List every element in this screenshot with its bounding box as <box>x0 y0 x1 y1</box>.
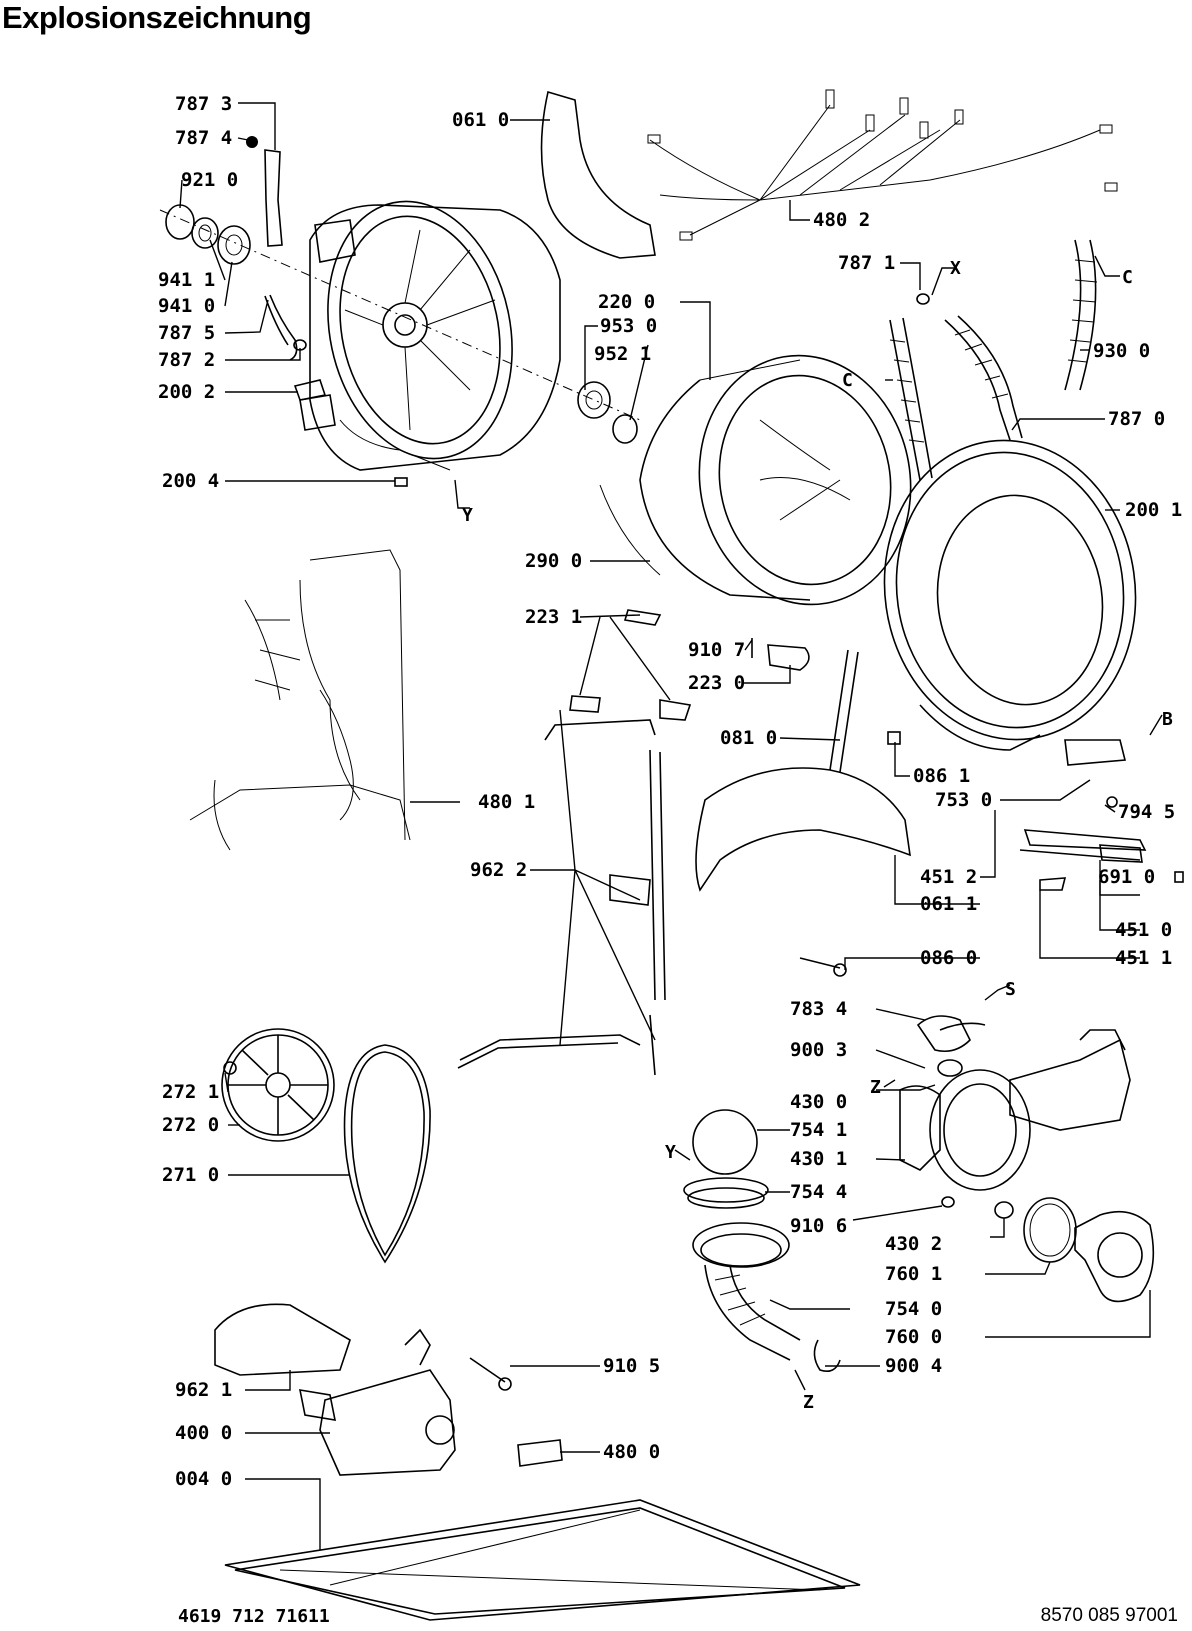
callout-220-0: 220 0 <box>598 291 655 313</box>
callout-451-1: 451 1 <box>1115 947 1172 969</box>
callout-753-0: 753 0 <box>935 789 992 811</box>
callout-910-6: 910 6 <box>790 1215 847 1237</box>
leader-lines <box>179 102 1163 1550</box>
callout-760-0: 760 0 <box>885 1326 942 1348</box>
callout-941-0: 941 0 <box>158 295 215 317</box>
document-code-right: 8570 085 97001 <box>1040 1605 1178 1626</box>
callout-272-0: 272 0 <box>162 1114 219 1136</box>
callout-061-0: 061 0 <box>452 109 509 131</box>
callout-754-0: 754 0 <box>885 1298 942 1320</box>
ref-letter-x: X <box>950 258 961 279</box>
callout-400-0: 400 0 <box>175 1422 232 1444</box>
callout-223-1: 223 1 <box>525 606 582 628</box>
rear-tub-drawing <box>159 200 641 471</box>
callout-200-1: 200 1 <box>1125 499 1182 521</box>
callout-290-0: 290 0 <box>525 550 582 572</box>
callout-200-2: 200 2 <box>158 381 215 403</box>
pump-assembly-drawing <box>683 1015 1155 1373</box>
front-bracket-drawing <box>540 90 656 259</box>
callout-061-1: 061 1 <box>920 893 977 915</box>
callout-787-4: 787 4 <box>175 127 232 149</box>
callout-451-0: 451 0 <box>1115 919 1172 941</box>
callout-272-1: 272 1 <box>162 1081 219 1103</box>
callout-480-0: 480 0 <box>603 1441 660 1463</box>
motor-drawing <box>214 1303 563 1476</box>
ref-letter-y-top: Y <box>462 505 473 526</box>
callout-691-0: 691 0 <box>1098 866 1155 888</box>
middle-small-parts-drawing <box>569 381 901 773</box>
callout-962-1: 962 1 <box>175 1379 232 1401</box>
callout-962-2: 962 2 <box>470 859 527 881</box>
page-title: Explosionszeichnung <box>2 0 312 35</box>
callout-787-0: 787 0 <box>1108 408 1165 430</box>
callout-787-1: 787 1 <box>838 252 895 274</box>
document-code-left: 4619 712 71611 <box>178 1606 330 1627</box>
callout-952-1: 952 1 <box>594 343 651 365</box>
ref-letter-y-bottom: Y <box>665 1142 676 1163</box>
callout-930-0: 930 0 <box>1093 340 1150 362</box>
callout-794-5: 794 5 <box>1118 801 1175 823</box>
callout-941-1: 941 1 <box>158 269 215 291</box>
callout-787-2: 787 2 <box>158 349 215 371</box>
callout-271-0: 271 0 <box>162 1164 219 1186</box>
callout-910-7: 910 7 <box>688 639 745 661</box>
callout-labels: 787 3 787 4 921 0 941 1 941 0 787 5 787 … <box>158 93 1182 1490</box>
callout-430-1: 430 1 <box>790 1148 847 1170</box>
pulley-belt-drawing <box>221 1028 431 1264</box>
ref-letter-c-right: C <box>1122 267 1133 288</box>
ref-letter-z-top: Z <box>870 1077 881 1098</box>
callout-086-0: 086 0 <box>920 947 977 969</box>
callout-480-2: 480 2 <box>813 209 870 231</box>
heater-drawing <box>799 739 1184 977</box>
callout-430-0: 430 0 <box>790 1091 847 1113</box>
wire-harness-top-drawing <box>647 89 1118 241</box>
callout-200-4: 200 4 <box>162 470 219 492</box>
callout-430-2: 430 2 <box>885 1233 942 1255</box>
callout-783-4: 783 4 <box>790 998 847 1020</box>
callout-754-1: 754 1 <box>790 1119 847 1141</box>
ref-letter-s: S <box>1005 979 1016 1000</box>
springs-hoses-drawing <box>889 239 1098 481</box>
drum-drawing <box>599 354 912 606</box>
callout-480-1: 480 1 <box>478 791 535 813</box>
callout-081-0: 081 0 <box>720 727 777 749</box>
rear-bracket-drawing <box>695 767 911 892</box>
ref-letter-b: B <box>1162 709 1173 730</box>
front-tub-drawing <box>883 439 1137 751</box>
callout-223-0: 223 0 <box>688 672 745 694</box>
callout-760-1: 760 1 <box>885 1263 942 1285</box>
callout-004-0: 004 0 <box>175 1468 232 1490</box>
reference-letters: Y X C C B S Z Y Z <box>462 258 1173 1413</box>
callout-910-5: 910 5 <box>603 1355 660 1377</box>
callout-953-0: 953 0 <box>600 315 657 337</box>
callout-900-4: 900 4 <box>885 1355 942 1377</box>
callout-754-4: 754 4 <box>790 1181 847 1203</box>
base-plate-drawing <box>224 1499 861 1621</box>
wire-harness-left-drawing <box>189 549 411 851</box>
callout-787-5: 787 5 <box>158 322 215 344</box>
callout-451-2: 451 2 <box>920 866 977 888</box>
ref-letter-c-left: C <box>842 370 853 391</box>
ref-letter-z-bottom: Z <box>803 1392 814 1413</box>
callout-921-0: 921 0 <box>181 169 238 191</box>
callout-900-3: 900 3 <box>790 1039 847 1061</box>
callout-086-1: 086 1 <box>913 765 970 787</box>
callout-787-3: 787 3 <box>175 93 232 115</box>
